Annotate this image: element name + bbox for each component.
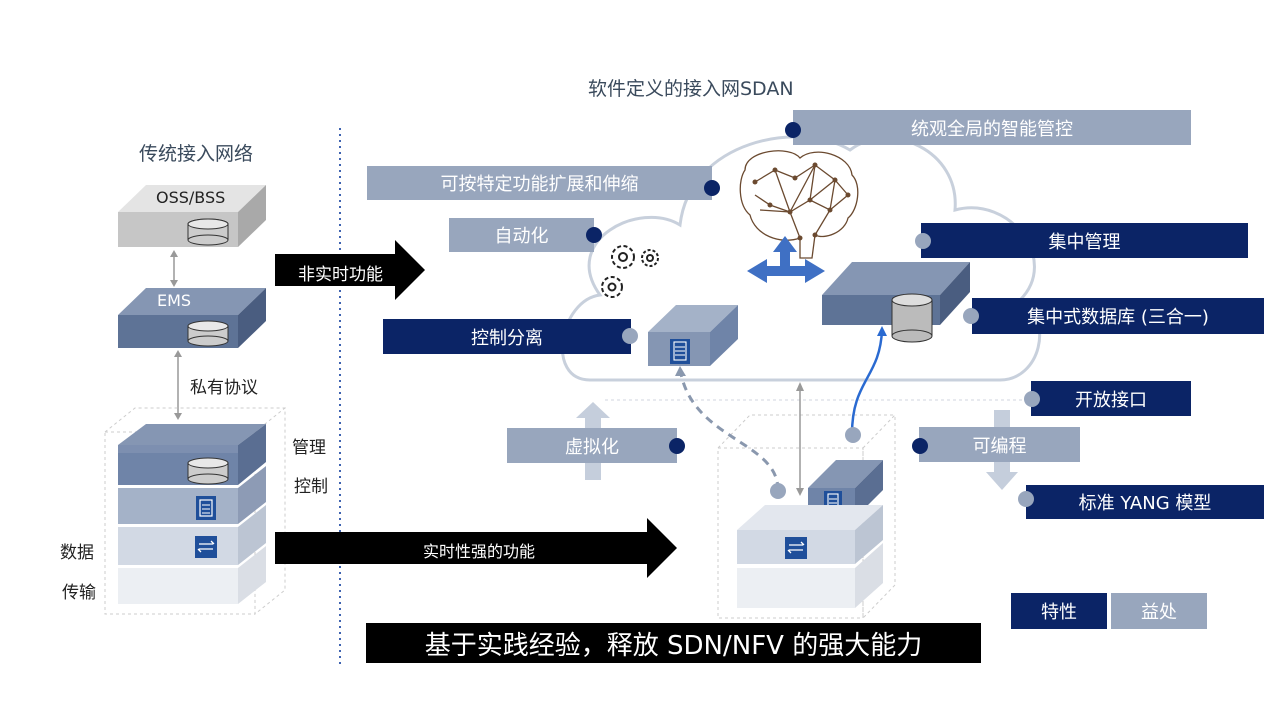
ems-label: EMS xyxy=(157,291,192,310)
transport-label: 传输 xyxy=(62,583,96,603)
dot-open-interface xyxy=(1024,391,1040,407)
dot-virtualization xyxy=(669,438,685,454)
realtime-arrow xyxy=(275,518,677,578)
dot-scalable xyxy=(704,180,720,196)
gears-icon xyxy=(601,245,659,298)
right-title: 软件定义的接入网SDAN xyxy=(588,78,794,100)
label-global-control: 统观全局的智能管控 xyxy=(793,110,1191,145)
data-label: 数据 xyxy=(60,543,94,563)
legacy-device-stack xyxy=(118,424,266,604)
control-link xyxy=(678,367,780,491)
dot-programmable xyxy=(912,438,928,454)
label-central-mgmt: 集中管理 xyxy=(921,223,1248,258)
dot-yang xyxy=(1018,491,1034,507)
db-link xyxy=(850,329,884,435)
label-scalable: 可按特定功能扩展和伸缩 xyxy=(367,166,712,200)
bottom-banner: 基于实践经验，释放 SDN/NFV 的强大能力 xyxy=(366,623,981,663)
left-title: 传统接入网络 xyxy=(139,143,254,165)
label-virtualization: 虚拟化 xyxy=(507,428,677,463)
central-server-box xyxy=(822,262,970,343)
label-programmable: 可编程 xyxy=(919,427,1080,462)
ems-block xyxy=(118,288,266,348)
non-realtime-arrow xyxy=(275,240,425,300)
brain-nodes xyxy=(752,162,851,241)
label-open-interface: 开放接口 xyxy=(1031,381,1191,416)
dot-control-separation xyxy=(622,328,638,344)
dot-control-link xyxy=(770,483,786,499)
realtime-label: 实时性强的功能 xyxy=(423,542,536,561)
legend-feature: 特性 xyxy=(1011,593,1107,629)
label-automation: 自动化 xyxy=(449,218,594,252)
protocol-label: 私有协议 xyxy=(190,378,258,398)
label-control-separation: 控制分离 xyxy=(383,319,631,354)
brain-icon xyxy=(739,150,859,259)
dot-automation xyxy=(586,227,602,243)
three-way-arrow-icon xyxy=(747,236,825,283)
label-central-db: 集中式数据库 (三合一) xyxy=(972,298,1264,334)
mgmt-label: 管理 xyxy=(292,438,326,458)
control-separation-box xyxy=(648,305,738,366)
dot-central-mgmt xyxy=(915,233,931,249)
oss-bss-block xyxy=(118,185,266,247)
label-yang: 标准 YANG 模型 xyxy=(1026,485,1264,519)
legend-benefit: 益处 xyxy=(1111,593,1207,629)
dot-central-db xyxy=(963,308,979,324)
control-label: 控制 xyxy=(294,477,328,497)
sdan-device-stack xyxy=(737,460,883,608)
dot-db-link xyxy=(845,427,861,443)
dot-global-control xyxy=(785,122,801,138)
non-realtime-label: 非实时功能 xyxy=(298,265,383,285)
oss-bss-label: OSS/BSS xyxy=(156,188,226,207)
